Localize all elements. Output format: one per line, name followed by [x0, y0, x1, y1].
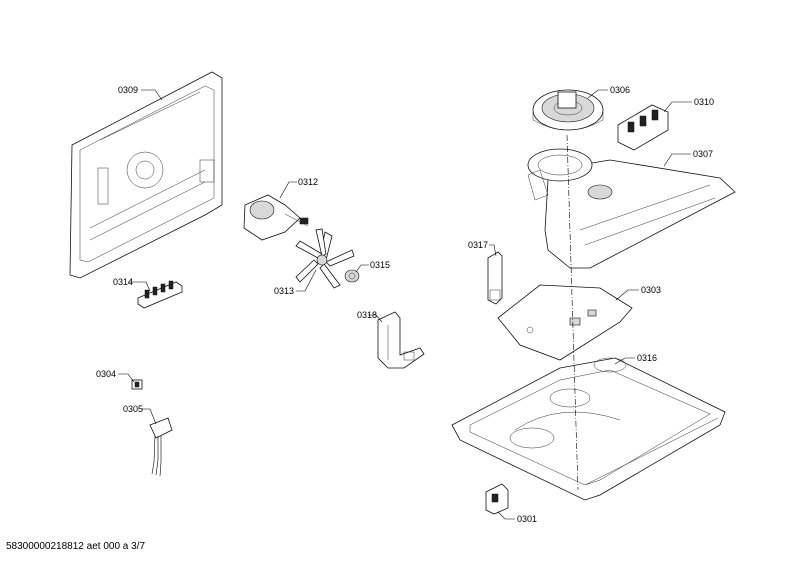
- label-0312[interactable]: 0312: [298, 177, 319, 187]
- part-0310-switch-assembly[interactable]: [617, 104, 669, 151]
- part-0317-bracket[interactable]: [487, 251, 503, 305]
- part-0314-terminal-block[interactable]: [137, 280, 183, 309]
- label-0304[interactable]: 0304: [96, 369, 117, 379]
- label-0314[interactable]: 0314: [113, 277, 134, 287]
- part-0306-heater-ring[interactable]: [532, 89, 604, 131]
- label-0313[interactable]: 0313: [274, 286, 295, 296]
- part-0305-sensor-cable[interactable]: [149, 417, 173, 477]
- label-0303[interactable]: 0303: [641, 285, 662, 295]
- label-0318[interactable]: 0318: [357, 310, 378, 320]
- assembly-axis: [566, 134, 579, 491]
- label-0309[interactable]: 0309: [118, 85, 139, 95]
- label-0316[interactable]: 0316: [637, 353, 658, 363]
- part-0303-plate[interactable]: [497, 284, 633, 361]
- part-0313-fan-blade[interactable]: [295, 228, 355, 289]
- part-0304-switch[interactable]: [131, 379, 143, 390]
- part-0301-clip[interactable]: [485, 483, 509, 515]
- label-0307[interactable]: 0307: [693, 149, 714, 159]
- label-0317[interactable]: 0317: [468, 240, 489, 250]
- part-0312-fan-motor[interactable]: [243, 194, 309, 241]
- document-reference: 58300000218812 aet 000 a 3/7: [6, 541, 146, 552]
- label-0305[interactable]: 0305: [123, 404, 144, 414]
- leader-lines: [118, 89, 692, 520]
- part-0318-bracket[interactable]: [377, 311, 425, 369]
- part-0315-nut[interactable]: [344, 269, 360, 283]
- label-0310[interactable]: 0310: [694, 97, 715, 107]
- label-0301[interactable]: 0301: [517, 514, 538, 524]
- label-0306[interactable]: 0306: [610, 85, 631, 95]
- part-0316-base-tray[interactable]: [451, 357, 726, 501]
- part-0309-rear-panel[interactable]: [69, 71, 223, 279]
- label-0315[interactable]: 0315: [370, 260, 391, 270]
- part-0307-top-cover[interactable]: [527, 148, 736, 269]
